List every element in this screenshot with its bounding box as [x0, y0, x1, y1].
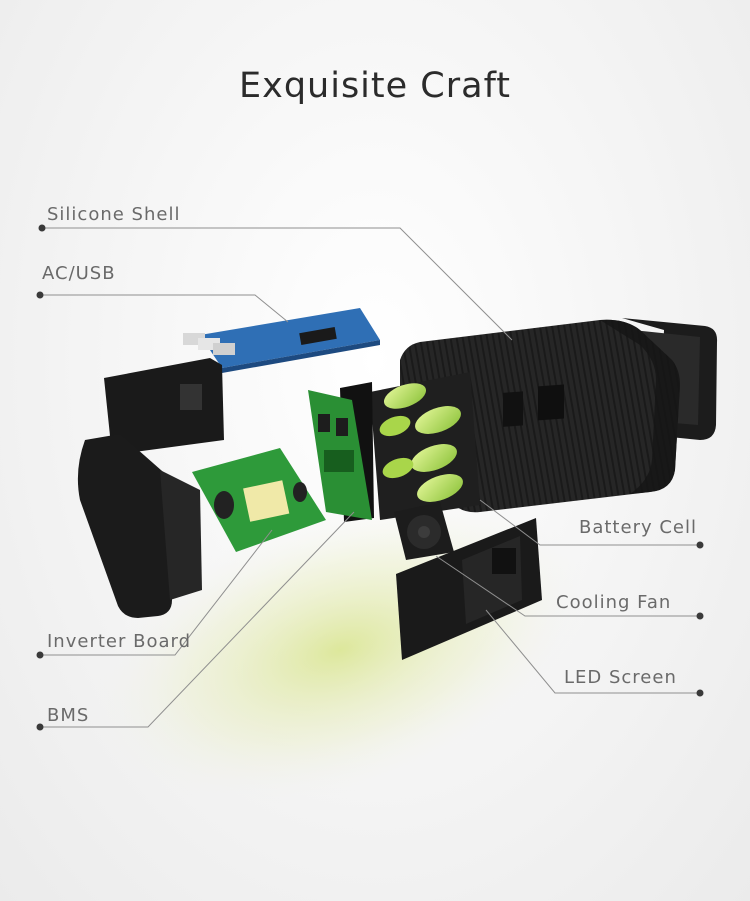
dot-inverter-board [36, 651, 44, 659]
dot-battery-cell [696, 541, 704, 549]
leader-cooling-fan [435, 555, 700, 617]
label-bms: BMS [47, 705, 90, 726]
leader-led-screen [485, 609, 700, 694]
leader-ac-usb [40, 294, 289, 323]
label-inverter-board: Inverter Board [47, 631, 191, 652]
dot-ac-usb [36, 291, 44, 299]
label-silicone-shell: Silicone Shell [47, 204, 181, 225]
dot-cooling-fan [696, 612, 704, 620]
ac-usb-board [183, 308, 380, 373]
leader-silicone-shell [42, 227, 513, 341]
label-led-screen: LED Screen [564, 667, 677, 688]
page-title: Exquisite Craft [239, 66, 511, 106]
leader-battery-cell [479, 499, 700, 546]
front-end-cap [77, 434, 202, 618]
dot-bms [36, 723, 44, 731]
inverter-board [192, 448, 326, 552]
inlet-plate [104, 358, 224, 455]
led-screen-panel [396, 518, 542, 660]
leader-bms [40, 511, 355, 728]
label-battery-cell: Battery Cell [579, 517, 697, 538]
dot-led-screen [696, 689, 704, 697]
leader-inverter-board [40, 529, 273, 656]
dot-silicone-shell [38, 224, 46, 232]
label-cooling-fan: Cooling Fan [556, 592, 672, 613]
bms-board [308, 390, 372, 520]
label-ac-usb: AC/USB [42, 263, 116, 284]
cooling-fan [394, 502, 454, 560]
